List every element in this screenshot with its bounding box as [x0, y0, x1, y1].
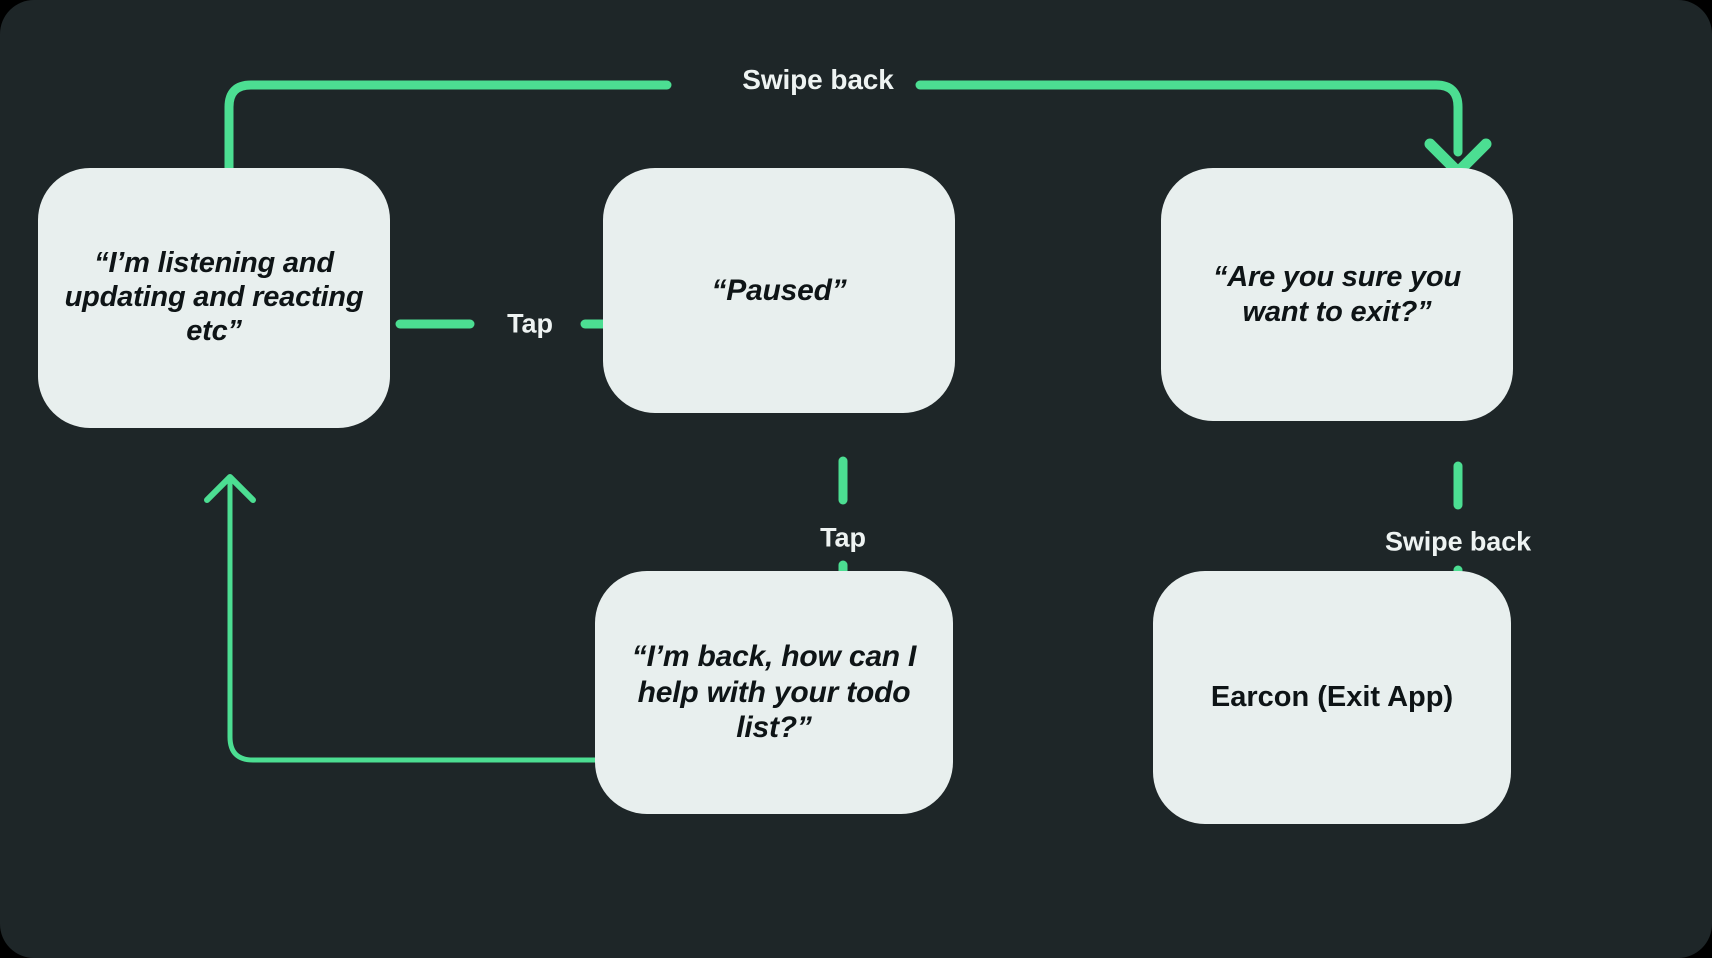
node-exit-confirmation-label: “Are you sure you want to exit?” — [1213, 261, 1461, 328]
node-resume[interactable]: “I’m back, how can I help with your todo… — [595, 571, 953, 814]
edge-label-tap-horizontal: Tap — [507, 308, 553, 339]
node-earcon-exit-app-label: Earcon (Exit App) — [1210, 680, 1454, 713]
edge-label-swipe-back-right: Swipe back — [1384, 526, 1532, 557]
edge-label-tap-vertical: Tap — [820, 522, 866, 553]
node-paused[interactable]: “Paused” — [603, 168, 955, 413]
edge-label-swipe-back-top: Swipe back — [742, 64, 894, 95]
edge-swipe-back-top — [224, 80, 1492, 178]
node-resume-label: “I’m back, how can I help with your todo… — [631, 640, 917, 745]
node-paused-label: “Paused” — [711, 273, 847, 307]
node-earcon-exit-app[interactable]: Earcon (Exit App) — [1153, 571, 1511, 824]
node-listening[interactable]: “I’m listening and updating and reacting… — [38, 168, 390, 428]
node-exit-confirmation[interactable]: “Are you sure you want to exit?” — [1161, 168, 1513, 421]
edge-return-loop — [204, 474, 648, 763]
node-listening-label: “I’m listening and updating and reacting… — [64, 247, 364, 347]
